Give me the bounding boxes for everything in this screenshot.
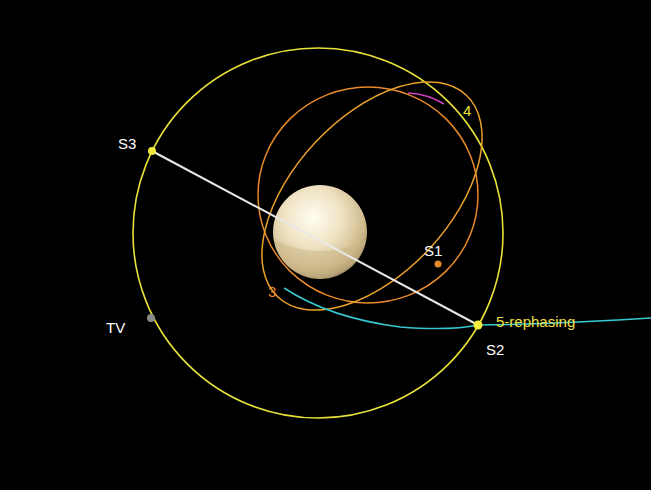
s2-dot — [474, 321, 483, 330]
orbit-label: 5-rephasing — [496, 314, 575, 329]
s1-dot — [435, 261, 442, 268]
orbit-label: TV — [106, 320, 125, 335]
tv-dot — [147, 314, 155, 322]
line-of-apsides — [152, 151, 478, 325]
cyan-trajectory — [284, 288, 651, 329]
orbit-label: S3 — [118, 136, 136, 151]
planet — [273, 185, 367, 279]
yellow-orbit — [133, 48, 503, 418]
orbit-label: S2 — [486, 342, 504, 357]
orbit-label: S1 — [424, 243, 442, 258]
planet-shade — [274, 240, 366, 279]
s3-dot — [148, 147, 156, 155]
orbit-label: 4 — [463, 103, 471, 118]
burn-arc — [408, 93, 444, 104]
orbit-label: 3 — [268, 284, 276, 299]
transfer-orbit — [221, 42, 523, 350]
orange-orbit — [258, 87, 478, 303]
